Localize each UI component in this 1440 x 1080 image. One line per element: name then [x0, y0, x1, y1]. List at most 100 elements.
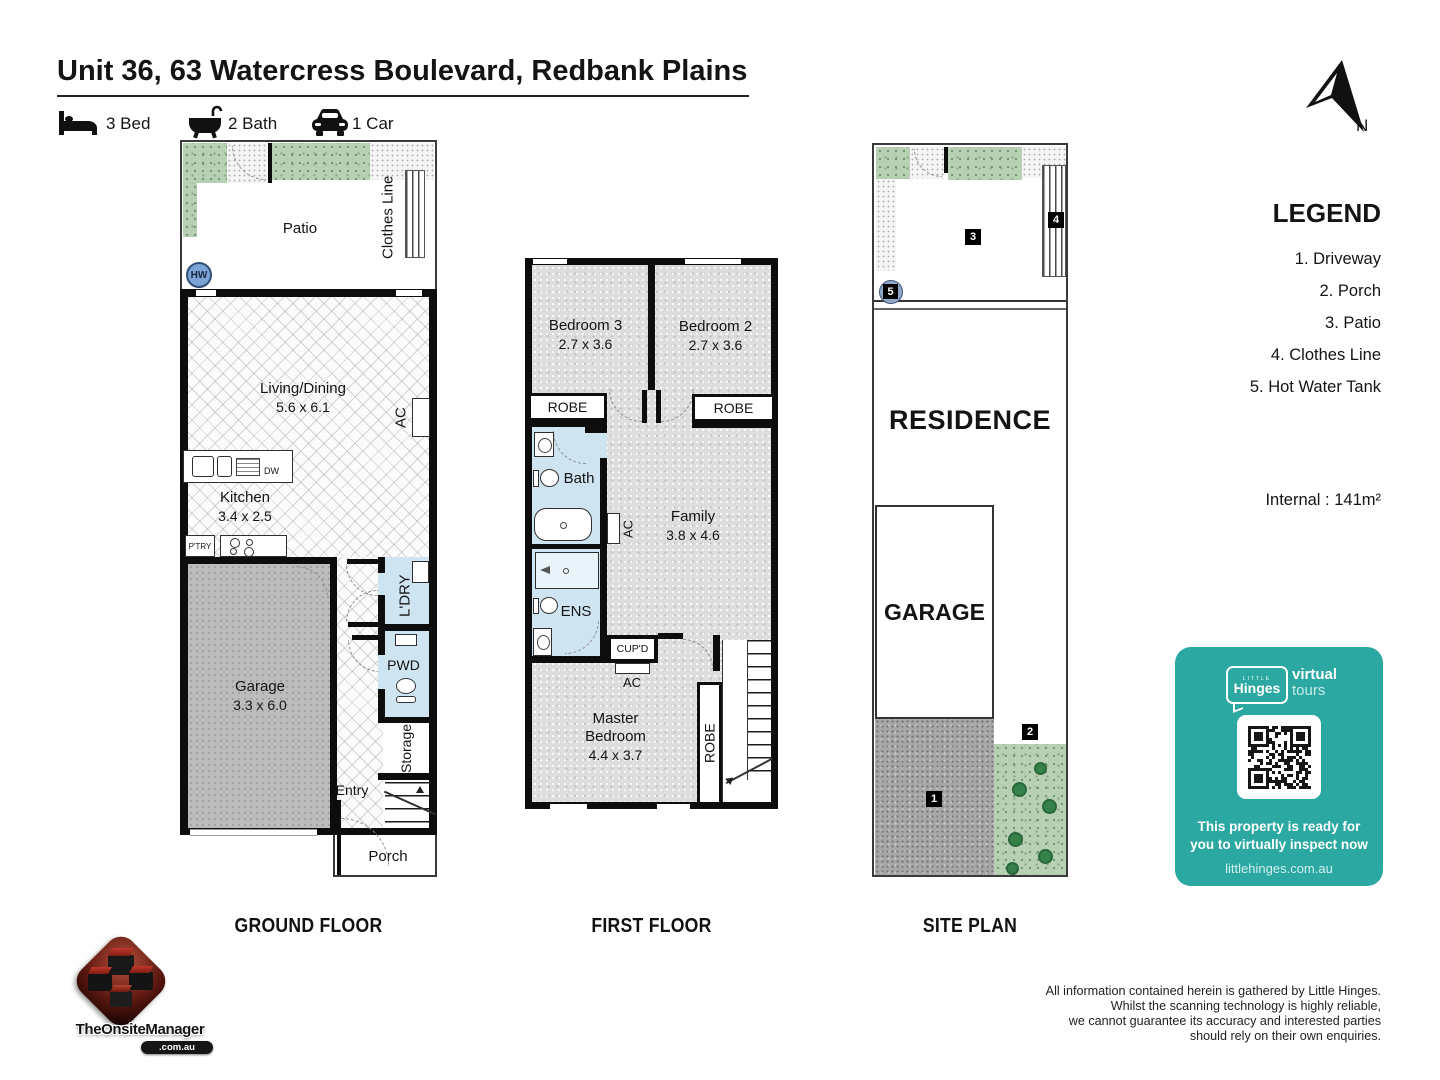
dw-label: DW [264, 466, 279, 476]
entry-label: Entry [335, 782, 369, 798]
stairs [385, 782, 429, 828]
robe-box [697, 682, 722, 805]
kitchen-sink-icon [217, 456, 232, 477]
wall-segment [525, 656, 607, 663]
kitchen-sink-icon [192, 456, 214, 477]
robe-box: ROBE [692, 394, 775, 422]
ground-floor-plan: Clothes Line Patio HW Living/Dining 5.6 … [180, 140, 437, 877]
wall-segment [648, 265, 655, 390]
wall-segment [352, 635, 380, 640]
wall-segment [378, 557, 385, 573]
wall-segment [378, 624, 437, 631]
legend-title: LEGEND [1272, 198, 1381, 228]
robe-label: ROBE [701, 723, 718, 764]
garage-floor [188, 564, 330, 828]
wall-segment [525, 258, 532, 809]
marker-clothes-line: 4 [1048, 212, 1064, 228]
site-plan-caption: SITE PLAN [922, 915, 1018, 937]
ac-unit [615, 663, 650, 674]
hot-water-marker: HW [186, 262, 212, 288]
kitchen-label: Kitchen 3.4 x 2.5 [218, 489, 272, 524]
robe-box: ROBE [528, 393, 607, 421]
pantry-box: P'TRY [185, 535, 215, 557]
burner [230, 548, 237, 555]
ac-label: AC [620, 519, 636, 539]
tours-label: tours [1292, 682, 1326, 699]
garden-patch [948, 147, 1022, 180]
shrub-icon [1034, 762, 1047, 775]
clothes-line-label: Clothes Line [379, 175, 397, 260]
toilet-icon [396, 696, 416, 703]
shrub-icon [1008, 832, 1023, 847]
ac-unit [607, 513, 620, 544]
marker-patio: 3 [965, 229, 981, 245]
ac-label: AC [622, 675, 642, 690]
north-arrow-icon [1306, 60, 1364, 132]
cars-label: 1 Car [352, 114, 394, 133]
legend-item: 2. Porch [1319, 282, 1381, 300]
marker-hot-water-number: 5 [883, 284, 898, 299]
patio-concrete [370, 143, 434, 180]
garden-patch [183, 183, 197, 237]
site-plan: 4 3 5 RESIDENCE GARAGE 1 2 [872, 143, 1068, 877]
wall-segment [330, 557, 337, 828]
ac-label: AC [392, 407, 410, 429]
virtual-tours-label: virtual tours [1292, 667, 1337, 699]
logo-shield-icon [70, 930, 172, 1032]
garden-patch [876, 147, 910, 179]
burner [246, 539, 253, 546]
wall-segment [713, 635, 720, 671]
bedroom2-label: Bedroom 2 2.7 x 3.6 [678, 318, 753, 353]
legend-item: 1. Driveway [1294, 250, 1381, 268]
internal-area: Internal : 141m² [1265, 491, 1381, 509]
site-garage-label: GARAGE [884, 599, 985, 625]
wall-segment [348, 622, 380, 627]
logo-wordmark: TheOnsiteManager [75, 1021, 205, 1038]
bathtub-icon [534, 508, 592, 541]
wall-segment [180, 289, 437, 297]
shower-head [540, 566, 550, 574]
cupboard-box: CUP'D [607, 635, 658, 663]
wall-segment [378, 773, 437, 780]
toilet-icon [396, 678, 416, 694]
bed-icon [59, 111, 97, 135]
stairs-arrow [416, 786, 424, 793]
ac-unit [412, 398, 430, 437]
garage-label: Garage 3.3 x 6.0 [233, 678, 287, 713]
storage-room [385, 723, 429, 773]
living-floor [188, 297, 429, 557]
residence-label: RESIDENCE [888, 405, 1052, 435]
garden-patch [272, 143, 370, 180]
hinges-logo-small: LITTLE [1242, 675, 1272, 682]
promo-url: littlehinges.com.au [1225, 861, 1333, 876]
clothes-line-icon [405, 170, 425, 258]
legend-item: 4. Clothes Line [1270, 346, 1381, 364]
shrub-icon [1006, 862, 1019, 875]
title-underline [57, 95, 749, 97]
toilet-icon [540, 469, 559, 487]
wall-segment [525, 421, 607, 427]
page-title: Unit 36, 63 Watercress Boulevard, Redban… [57, 55, 748, 87]
first-floor-caption: FIRST FLOOR [591, 915, 712, 937]
bedroom3-label: Bedroom 3 2.7 x 3.6 [548, 317, 623, 352]
master-label: Master Bedroom 4.4 x 3.7 [585, 710, 646, 763]
virtual-label: virtual [1292, 666, 1338, 683]
burner [230, 538, 240, 548]
wall-segment [585, 427, 607, 433]
window-gap [550, 804, 587, 809]
shrub-icon [1012, 782, 1027, 797]
toilet-icon [533, 598, 539, 614]
wall-segment [771, 258, 778, 809]
wall-segment [656, 390, 661, 423]
gate-post [944, 147, 948, 173]
wall-segment [378, 717, 437, 723]
shower-drain [563, 568, 569, 574]
laundry-tub-icon [412, 561, 429, 583]
entry-jamb [337, 800, 341, 875]
wall-segment [532, 544, 607, 549]
laundry-label: L'DRY [396, 574, 414, 618]
hinges-logo: LITTLE Hinges [1226, 666, 1288, 704]
wall-segment [525, 802, 778, 809]
toilet-icon [540, 597, 558, 614]
